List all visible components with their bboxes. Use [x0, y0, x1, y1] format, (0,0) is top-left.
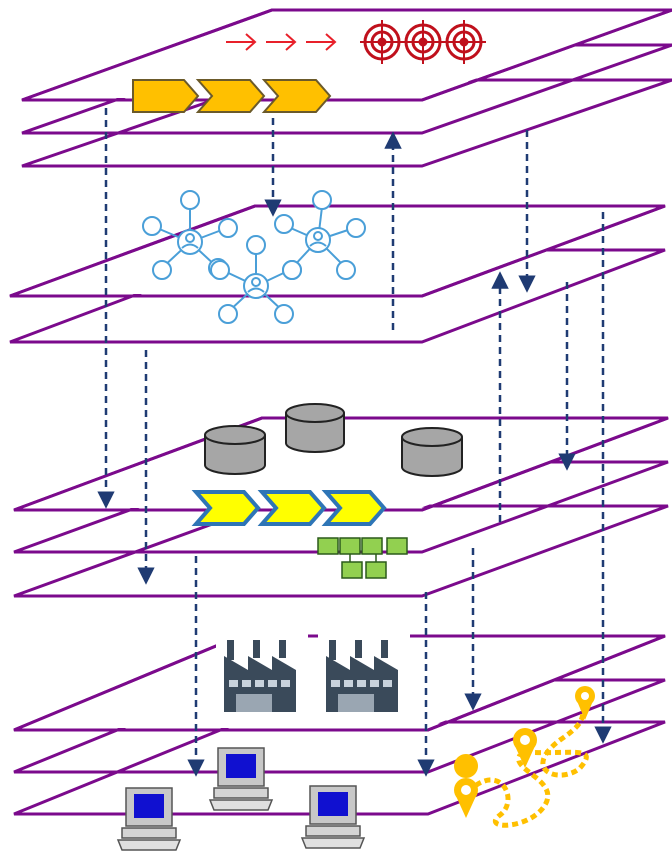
database-icon [204, 425, 266, 475]
layer-plane-top [21, 8, 672, 102]
databases [204, 403, 463, 477]
target-icon [360, 20, 404, 64]
database-icon [285, 403, 345, 453]
process-chain [132, 79, 332, 113]
desktop-computer-icon [116, 787, 182, 851]
chevron-icon [195, 79, 266, 113]
right-arrow-icon [226, 33, 257, 51]
chevron-icon [257, 490, 327, 526]
location-pins [454, 686, 595, 818]
service-network [142, 190, 366, 324]
tree-structure-icon [317, 537, 408, 579]
goal-arrows [226, 33, 337, 51]
targets [360, 20, 486, 64]
computers [116, 747, 366, 851]
layer-plane-top [13, 416, 669, 512]
chevron-icon [132, 79, 200, 113]
target-icon [442, 20, 486, 64]
connectors [97, 108, 612, 777]
network-node-icon [142, 190, 238, 280]
layer-plane [13, 720, 666, 816]
chevron-icon [191, 490, 261, 526]
factory-icon [326, 640, 398, 712]
factories [216, 626, 410, 718]
layer-plane [13, 504, 669, 598]
chevron-icon [321, 490, 387, 526]
layer-plane-top [13, 634, 666, 732]
factory-icon [224, 640, 296, 712]
database-icon [401, 427, 463, 477]
right-arrow-icon [266, 33, 297, 51]
right-arrow-icon [306, 33, 337, 51]
network-node-icon [274, 190, 366, 280]
map-pin-icon [454, 754, 479, 818]
map-pin-icon [575, 686, 595, 720]
map-pin-icon [513, 728, 537, 768]
layer-plane-top [9, 204, 666, 298]
target-icon [401, 20, 445, 64]
chevron-icon [261, 79, 332, 113]
desktop-computer-icon [208, 747, 274, 811]
desktop-computer-icon [300, 785, 366, 849]
network-node-icon [210, 235, 302, 324]
data-flow-chain [191, 490, 387, 526]
route [466, 704, 589, 828]
